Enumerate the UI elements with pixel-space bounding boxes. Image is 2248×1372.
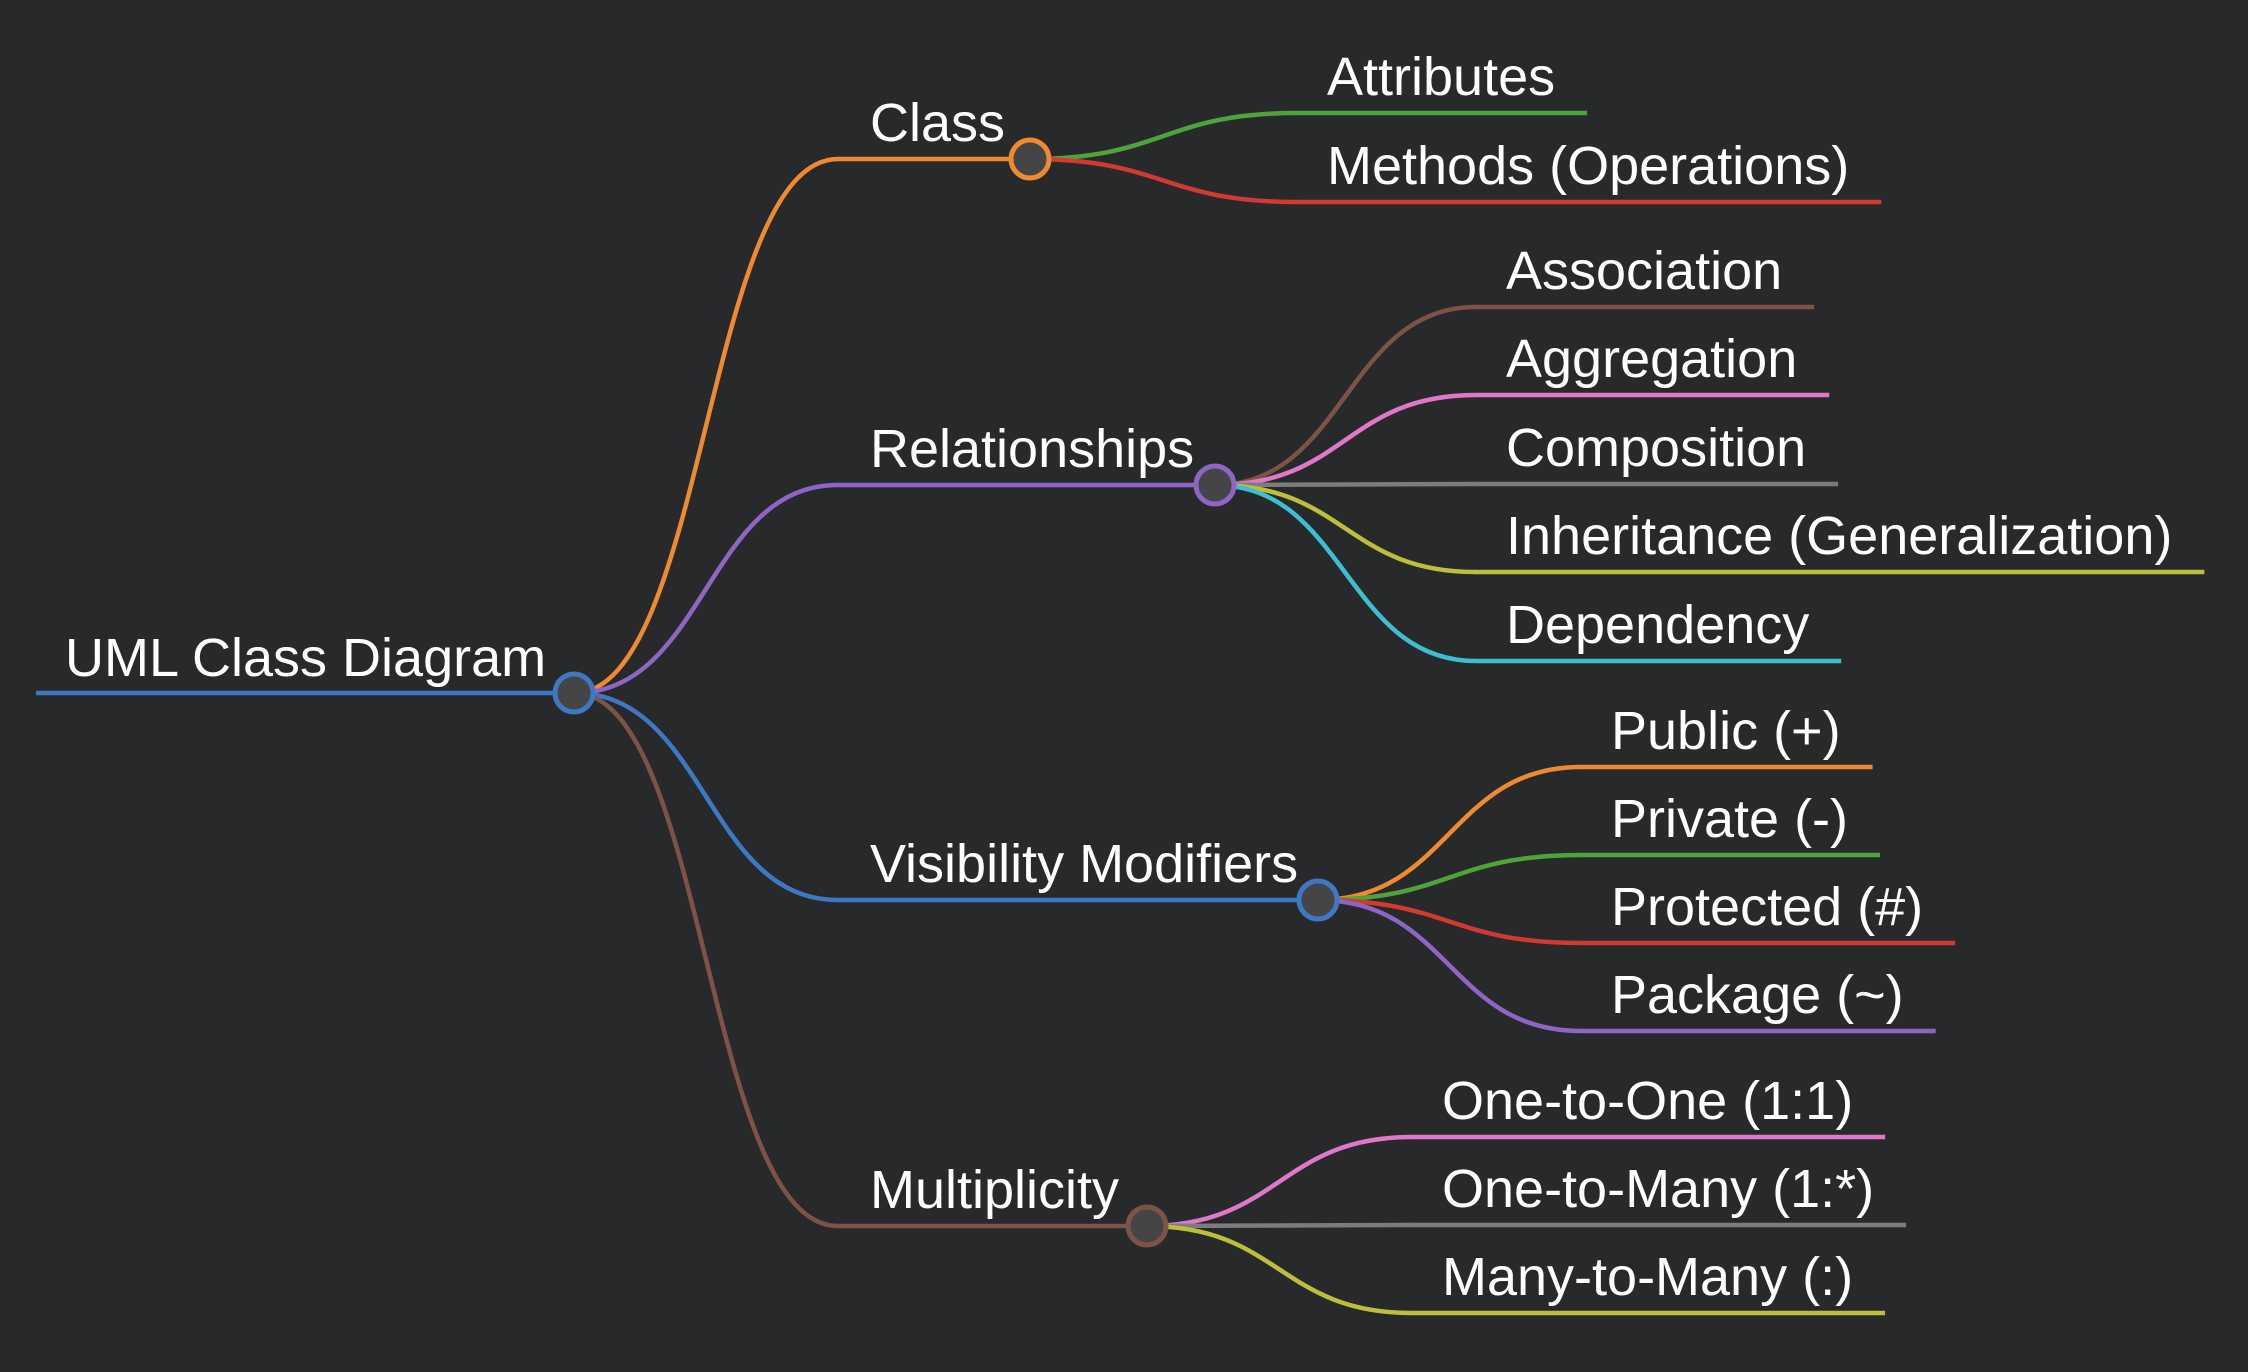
- leaf-label-public: Public (+): [1611, 701, 1841, 761]
- leaf-connector-composition: [1212, 481, 1479, 488]
- leaf-label-private: Private (-): [1611, 789, 1848, 849]
- branch-connector-visibility-modifiers: [571, 690, 841, 903]
- branch-node-visibility-modifiers[interactable]: [1296, 878, 1340, 922]
- leaf-label-dependency: Dependency: [1506, 595, 1809, 655]
- leaf-connector-methods-operations: [1027, 156, 1300, 205]
- mindmap-nodes: UML Class Diagram Class AttributesMethods …: [65, 47, 2172, 1307]
- leaf-label-aggregation: Aggregation: [1506, 329, 1797, 389]
- leaf-connector-association: [1212, 304, 1479, 488]
- leaf-label-methods-operations: Methods (Operations): [1327, 136, 1849, 196]
- branch-label-relationships: Relationships: [870, 419, 1194, 479]
- branch-label-class: Class: [870, 93, 1005, 153]
- branch-connector-multiplicity: [571, 690, 841, 1229]
- branch-node-relationships[interactable]: [1193, 463, 1237, 507]
- leaf-connector-many-to-many: [1144, 1223, 1415, 1316]
- leaf-label-package: Package (~): [1611, 965, 1904, 1025]
- branch-node-class[interactable]: [1008, 137, 1052, 181]
- branch-connector-class: [571, 156, 841, 696]
- leaf-connector-public: [1315, 764, 1584, 903]
- leaf-label-association: Association: [1506, 241, 1782, 301]
- mindmap-edges: [36, 110, 2205, 1316]
- leaf-connector-attributes: [1027, 110, 1300, 162]
- leaf-label-many-to-many: Many-to-Many (:): [1442, 1247, 1853, 1307]
- leaf-connector-inheritance-generalization: [1212, 482, 1479, 575]
- leaf-label-attributes: Attributes: [1327, 47, 1555, 107]
- leaf-label-one-to-many-1: One-to-Many (1:*): [1442, 1159, 1874, 1219]
- leaf-connector-protected: [1315, 897, 1584, 946]
- leaf-label-protected: Protected (#): [1611, 877, 1923, 937]
- leaf-label-composition: Composition: [1506, 418, 1806, 478]
- root-node[interactable]: [552, 671, 596, 715]
- leaf-connector-package: [1315, 897, 1584, 1034]
- leaf-label-one-to-one-1-1: One-to-One (1:1): [1442, 1071, 1853, 1131]
- branch-label-visibility-modifiers: Visibility Modifiers: [870, 834, 1298, 894]
- leaf-label-inheritance-generalization: Inheritance (Generalization): [1506, 506, 2172, 566]
- branch-connector-relationships: [571, 482, 841, 696]
- root-label: UML Class Diagram: [65, 628, 546, 688]
- branch-node-multiplicity[interactable]: [1125, 1204, 1169, 1248]
- leaf-connector-one-to-many-1: [1144, 1222, 1415, 1229]
- branch-label-multiplicity: Multiplicity: [870, 1160, 1119, 1220]
- leaf-connector-dependency: [1212, 482, 1479, 664]
- leaf-connector-aggregation: [1212, 392, 1479, 488]
- leaf-connector-private: [1315, 852, 1584, 903]
- leaf-connector-one-to-one-1-1: [1144, 1134, 1415, 1229]
